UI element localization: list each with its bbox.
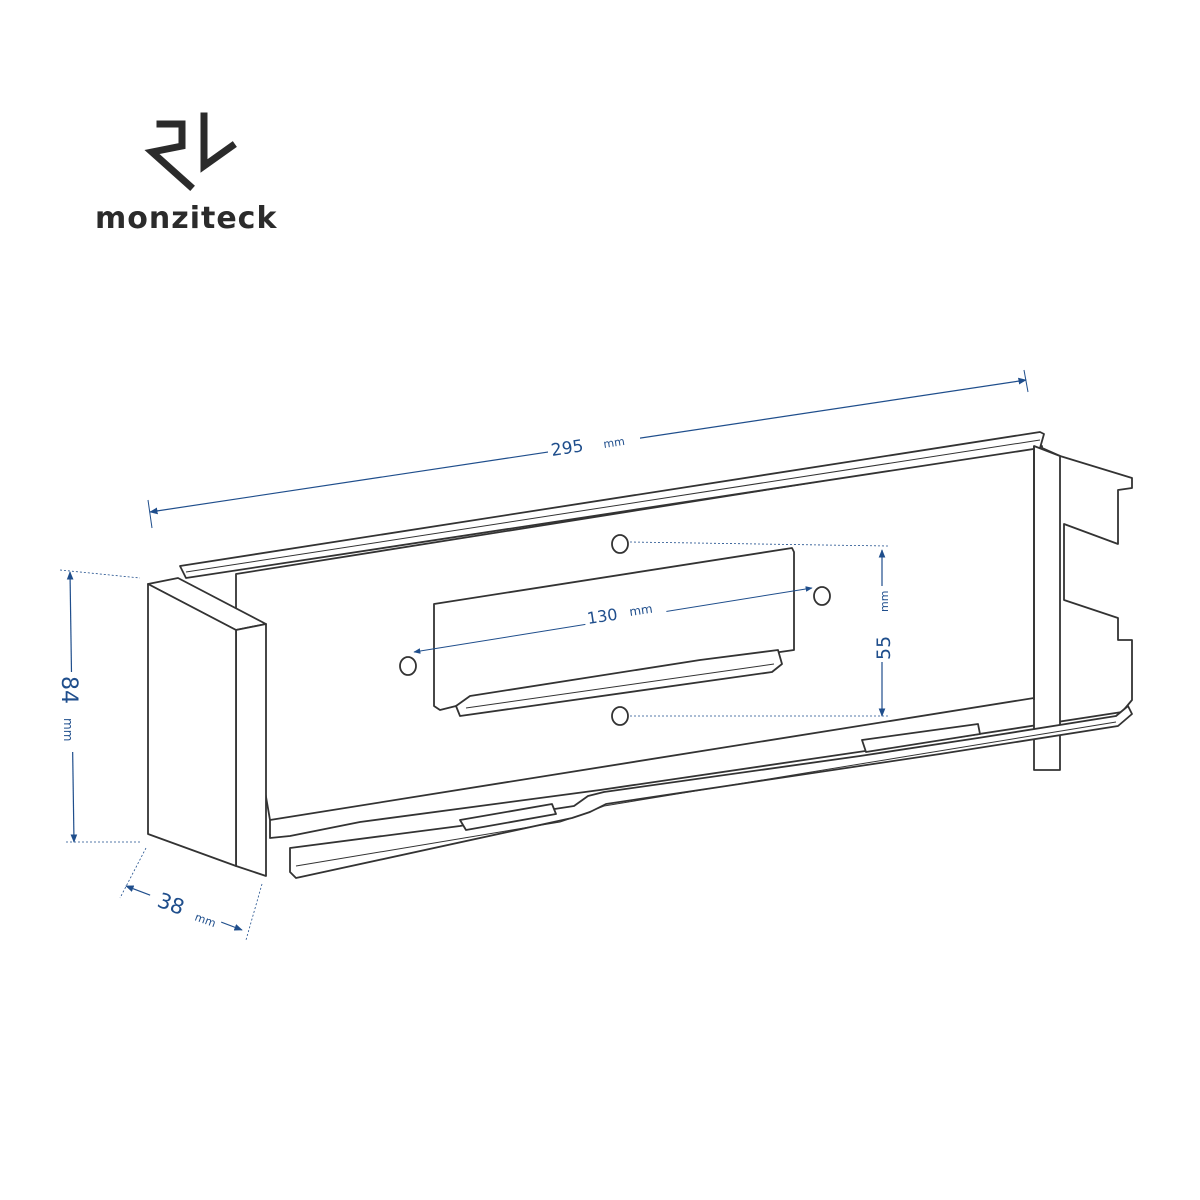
mount-hole-bottom xyxy=(611,706,629,726)
center-tab xyxy=(455,649,783,717)
dim-length-value: 295 xyxy=(550,436,585,461)
dim-length-unit: mm xyxy=(603,435,626,451)
bracket-drawing xyxy=(147,431,1133,879)
dim-height-value: 84 xyxy=(56,676,81,704)
mount-hole-top xyxy=(611,534,629,554)
dim-hole-vertical-unit: mm xyxy=(878,591,891,612)
brand-mark-icon xyxy=(144,112,237,191)
left-end-side xyxy=(235,623,267,877)
mount-hole-left xyxy=(399,656,417,676)
dim-hole-horizontal-value: 130 xyxy=(586,605,619,628)
mount-hole-right xyxy=(813,586,831,606)
brand-logo: monziteck xyxy=(95,112,277,236)
shelf-inner-line xyxy=(269,697,1035,821)
dimension-labels: 295 mm 84 mm 38 mm 55 mm 130 mm xyxy=(56,434,895,948)
shelf-notch-right xyxy=(861,723,981,753)
brand-name: monziteck xyxy=(95,201,277,236)
shelf-notch-left xyxy=(459,803,557,831)
dim-height-unit: mm xyxy=(61,718,75,741)
dim-hole-horizontal-unit: mm xyxy=(628,602,653,619)
dim-hole-vertical-value: 55 xyxy=(873,636,895,660)
left-end-front xyxy=(147,583,237,867)
right-flange xyxy=(1033,445,1061,771)
